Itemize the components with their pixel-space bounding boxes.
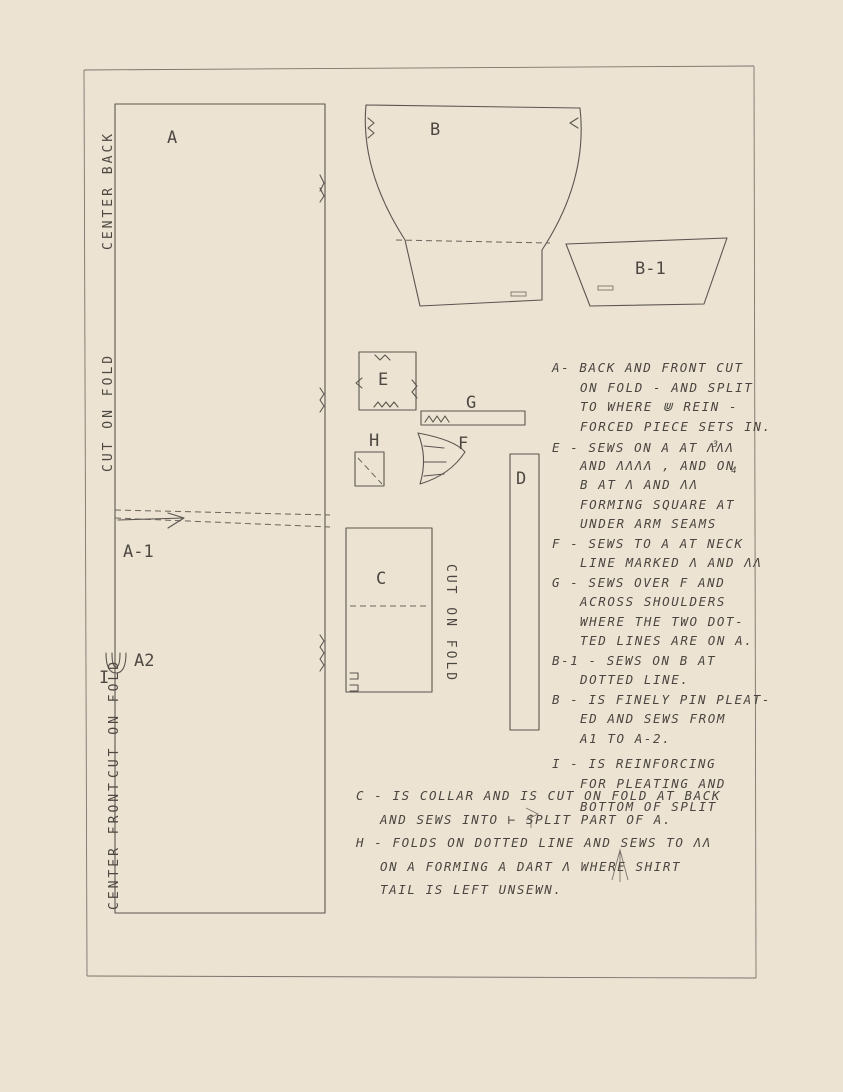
piece-h [354, 451, 385, 487]
note-line: A1 TO A-2. [580, 730, 672, 746]
note-line: TED LINES ARE ON A. [580, 633, 754, 648]
note-line: A- BACK AND FRONT CUT [552, 360, 744, 375]
note-line: ACROSS SHOULDERS [580, 594, 727, 609]
piece-label-h: H [369, 431, 379, 451]
assembly-notes: A- BACK AND FRONT CUT ON FOLD - AND SPLI… [552, 358, 772, 817]
notch-marks-upper [319, 174, 325, 203]
sheet-border [83, 65, 757, 979]
note-line: E - SEWS ON A AT ΛΛΛ3 [552, 440, 735, 456]
piece-label-d: D [516, 469, 526, 489]
label-cut-on-fold-upper: CUT ON FOLD [101, 353, 116, 472]
piece-label-a: A [167, 128, 177, 148]
label-center-front: CENTER FRONT [107, 780, 122, 910]
note-line: FORMING SQUARE AT [580, 496, 736, 512]
piece-e [355, 351, 418, 411]
piece-label-b1: B-1 [635, 259, 666, 279]
note-line: AND SEWS INTO ⊢ SPLIT PART OF A. [380, 811, 673, 827]
notch-marks-b [367, 117, 375, 139]
note-line: ED AND SEWS FROM [580, 711, 727, 726]
piece-g [420, 410, 526, 426]
label-center-back: CENTER BACK [101, 131, 116, 250]
split-symbol-mark [525, 807, 540, 828]
note-line: BOTTOM OF SPLIT [580, 799, 717, 814]
label-cut-on-fold-collar: CUT ON FOLD [443, 564, 458, 683]
note-line: FORCED PIECE SETS IN. [580, 418, 772, 434]
note-line: FOR PLEATING AND [580, 775, 727, 791]
note-line: F - SEWS TO A AT NECK [552, 535, 744, 551]
piece-a [105, 103, 331, 914]
piece-c [345, 527, 433, 693]
note-line: AND ΛΛΛΛ , AND ON4 [580, 457, 739, 477]
note-line: G - SEWS OVER F AND [552, 574, 726, 590]
assembly-notes-lower: C - IS COLLAR AND IS CUT ON FOLD AT BACK… [356, 784, 721, 902]
piece-b [364, 104, 582, 307]
note-line: TAIL IS LEFT UNSEWN. [380, 882, 563, 897]
piece-d [509, 453, 540, 731]
note-line: C - IS COLLAR AND IS CUT ON FOLD AT BACK [356, 788, 722, 803]
note-line: UNDER ARM SEAMS [580, 516, 717, 531]
note-line: WHERE THE TWO DOT- [580, 613, 745, 629]
piece-label-g: G [466, 393, 476, 413]
piece-label-a2: A2 [134, 651, 154, 671]
note-line: B AT Λ AND ΛΛ [580, 477, 699, 492]
note-line: ON FOLD - AND SPLIT [580, 379, 754, 395]
note-line: DOTTED LINE. [580, 672, 690, 687]
notch-marks-lower [319, 634, 325, 672]
piece-label-a1: A-1 [123, 542, 154, 562]
piece-label-f: F [458, 434, 468, 454]
piece-f [417, 432, 466, 485]
reinforced-piece-mark [105, 652, 127, 674]
note-line: B - IS FINELY PIN PLEAT- [552, 691, 772, 707]
label-cut-on-fold-lower: CUT ON FOLD [107, 659, 122, 778]
piece-b1 [565, 237, 728, 307]
note-line: LINE MARKED Λ AND ΛΛ [580, 555, 763, 570]
note-line: H - FOLDS ON DOTTED LINE AND SEWS TO ΛΛ [356, 835, 712, 850]
note-line: TO WHERE ⋓ REIN - [580, 399, 739, 414]
piece-label-c: C [376, 569, 386, 589]
piece-label-e: E [378, 370, 388, 390]
piece-label-b: B [430, 120, 440, 140]
notch-mark-b [569, 117, 579, 129]
piece-label-i: I [99, 668, 109, 688]
dart-symbol-mark [611, 848, 629, 882]
note-line: I - IS REINFORCING [552, 756, 717, 771]
notch-marks-middle [319, 387, 325, 413]
note-line: B-1 - SEWS ON B AT [552, 652, 717, 668]
note-line: ON A FORMING A DART Λ WHERE SHIRT [380, 858, 682, 874]
